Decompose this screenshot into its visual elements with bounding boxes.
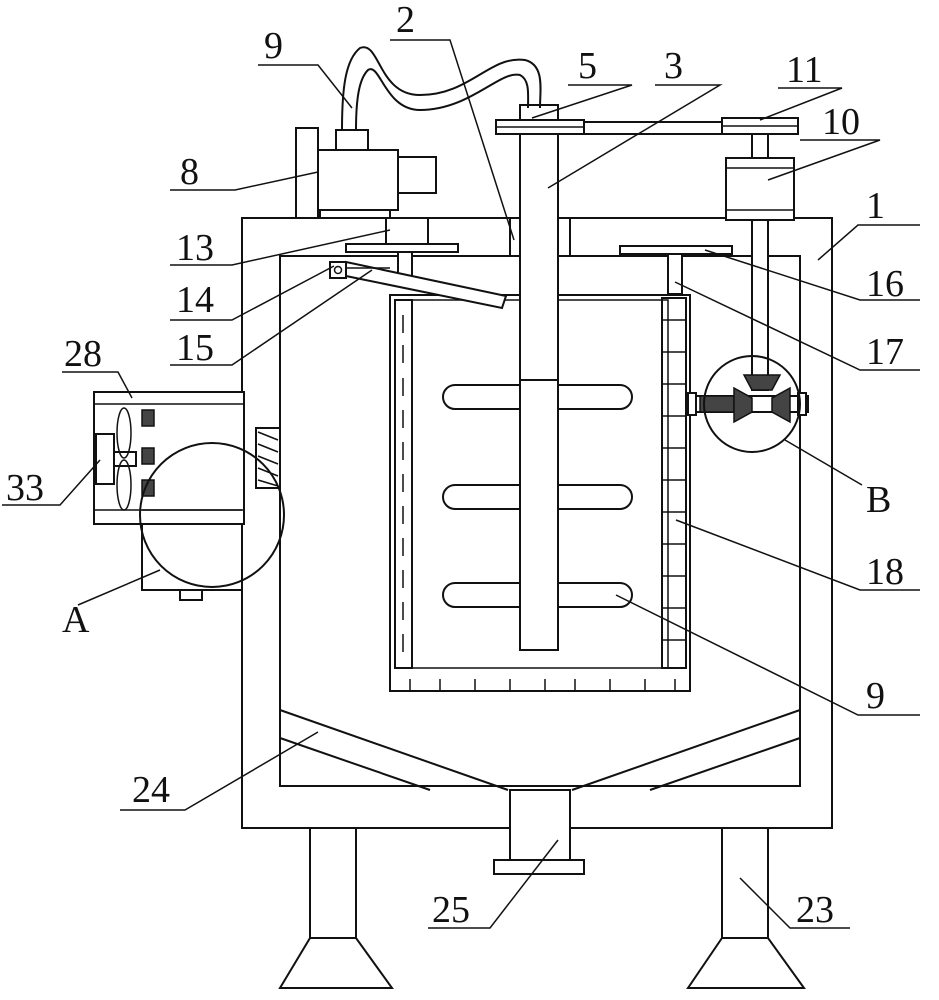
left-screen [394, 299, 413, 669]
spray-pipe-13 [345, 217, 459, 283]
label-13: 13 [176, 227, 214, 269]
label-18: 18 [866, 551, 904, 593]
label-5: 5 [578, 45, 597, 87]
label-16: 16 [866, 263, 904, 305]
label-b: B [866, 479, 891, 521]
support-leg-left [278, 827, 394, 989]
label-28: 28 [64, 333, 102, 375]
leader-lines [2, 39, 920, 929]
label-15: 15 [176, 327, 214, 369]
side-drive-shaft [751, 219, 769, 391]
shaft-bearing [509, 217, 571, 257]
conical-bottom [279, 709, 801, 791]
outlet-pipe [493, 789, 585, 875]
hose-9 [341, 46, 542, 131]
label-3: 3 [664, 45, 683, 87]
air-box-28 [93, 391, 245, 601]
label-24: 24 [132, 769, 170, 811]
pulley-11 [721, 117, 799, 135]
label-1: 1 [866, 185, 885, 227]
detail-circle-a [139, 442, 285, 588]
pump-8 [295, 127, 437, 219]
label-10: 10 [822, 101, 860, 143]
label-a: A [62, 599, 90, 641]
bevel-gear-assembly [687, 374, 809, 424]
label-9-paddle: 9 [866, 675, 885, 717]
label-8: 8 [180, 151, 199, 193]
detail-circle-b [703, 355, 801, 453]
filter-screen [255, 427, 281, 489]
motor-10 [725, 133, 795, 221]
label-25: 25 [432, 889, 470, 931]
label-33: 33 [6, 467, 44, 509]
scraper-strip [661, 297, 687, 669]
hinge-14 [329, 261, 347, 279]
pulley-5 [495, 104, 585, 135]
label-9-top: 9 [264, 25, 283, 67]
label-2: 2 [396, 0, 415, 41]
deflector-15 [345, 260, 508, 310]
label-17: 17 [866, 331, 904, 373]
label-23: 23 [796, 889, 834, 931]
fan-33 [95, 407, 155, 511]
label-14: 14 [176, 279, 214, 321]
support-leg-right [686, 827, 806, 989]
label-11: 11 [786, 49, 823, 91]
stirring-paddles [442, 379, 633, 651]
callout-labels: 2 3 5 9 11 10 8 1 13 16 14 15 17 28 33 B… [6, 0, 904, 931]
